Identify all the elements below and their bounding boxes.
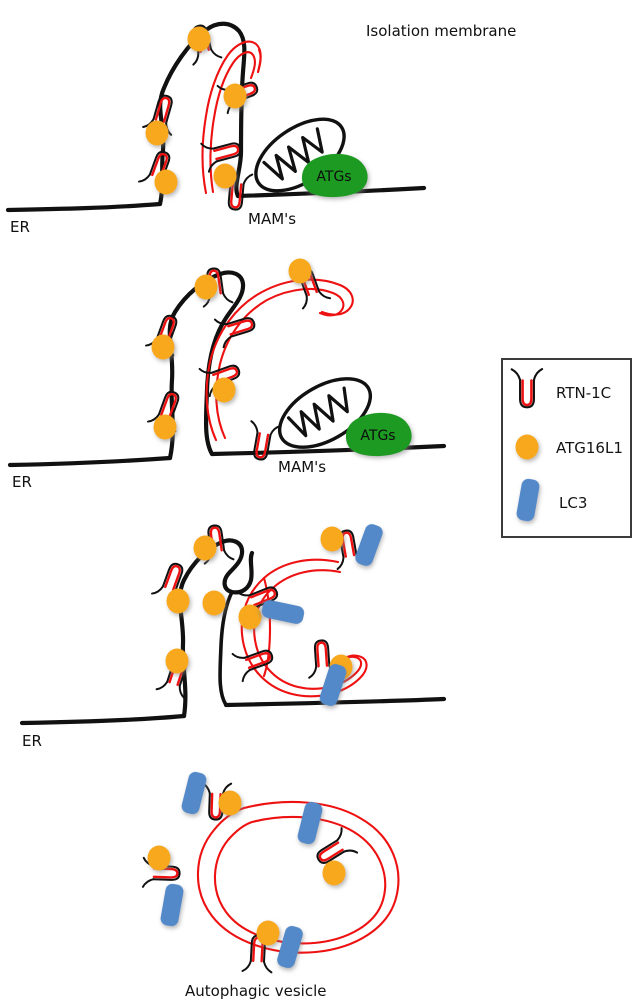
atg16l1-icon xyxy=(323,861,346,886)
er-membrane-right xyxy=(223,696,447,708)
isolation-membrane-tip xyxy=(256,48,262,74)
er-label: ER xyxy=(12,473,32,491)
er-membrane-left xyxy=(7,455,173,468)
isolation-membrane-outer xyxy=(240,558,368,698)
atg16l1-icon xyxy=(146,121,169,146)
atg16l1-icon xyxy=(155,170,178,195)
isolation-membrane-title: Isolation membrane xyxy=(366,22,516,40)
atgs-label: ATGs xyxy=(360,428,395,444)
atg16l1-icon xyxy=(188,27,211,52)
isolation-membrane-inner xyxy=(253,569,363,690)
panel-2: ATGs ER MAM's xyxy=(7,259,447,491)
atg16l1-icon xyxy=(152,335,175,360)
atg16l1-icon xyxy=(321,527,344,552)
orange-circle-icon xyxy=(516,435,539,460)
atg16l1-icon xyxy=(203,591,226,616)
legend-label-atg16l1: ATG16L1 xyxy=(556,439,623,457)
atg16l1-icon xyxy=(213,378,236,403)
er-membrane-right xyxy=(209,443,447,457)
er-loop xyxy=(177,538,255,719)
atg16l1-icon xyxy=(167,589,190,614)
isolation-membrane-outer xyxy=(205,278,354,442)
er-label: ER xyxy=(22,732,42,750)
panel-1: ATGs ER MAM's Isolation membrane xyxy=(5,21,516,236)
panel-3: ER xyxy=(19,522,447,750)
atg16l1-icon xyxy=(289,259,312,284)
er-membrane-left xyxy=(19,713,187,726)
autophagic-vesicle-label: Autophagic vesicle xyxy=(185,982,326,1000)
legend-label-lc3: LC3 xyxy=(559,494,587,512)
atgs-label: ATGs xyxy=(316,169,351,185)
er-loop-descending xyxy=(218,590,234,707)
panel-4: Autophagic vesicle xyxy=(141,770,400,1000)
legend: RTN-1C ATG16L1 LC3 xyxy=(501,358,632,538)
atgs-blob: ATGs xyxy=(301,153,368,198)
atg16l1-icon xyxy=(194,536,217,561)
atg16l1-icon xyxy=(148,846,171,871)
vesicle-inner-membrane xyxy=(213,815,387,945)
vesicle-outer-membrane xyxy=(196,800,400,954)
mam-label: MAM's xyxy=(278,458,326,476)
legend-item-rtn1c: RTN-1C xyxy=(510,367,611,409)
atgs-blob: ATGs xyxy=(345,412,412,457)
atg16l1-icon xyxy=(154,415,177,440)
legend-item-atg16l1: ATG16L1 xyxy=(516,435,623,460)
isolation-membrane-inner xyxy=(209,51,256,194)
atg16l1-icon xyxy=(239,605,262,630)
atg16l1-icon xyxy=(257,921,280,946)
atg16l1-icon xyxy=(214,164,237,189)
atg16l1-icon xyxy=(195,275,218,300)
er-membrane-left xyxy=(5,201,163,213)
mam-label: MAM's xyxy=(248,210,296,228)
atg16l1-icon xyxy=(224,84,247,109)
atg16l1-icon xyxy=(219,791,242,816)
er-label: ER xyxy=(10,218,30,236)
legend-label-rtn1c: RTN-1C xyxy=(556,384,611,402)
legend-item-lc3: LC3 xyxy=(515,478,587,522)
atg16l1-icon xyxy=(166,649,189,674)
